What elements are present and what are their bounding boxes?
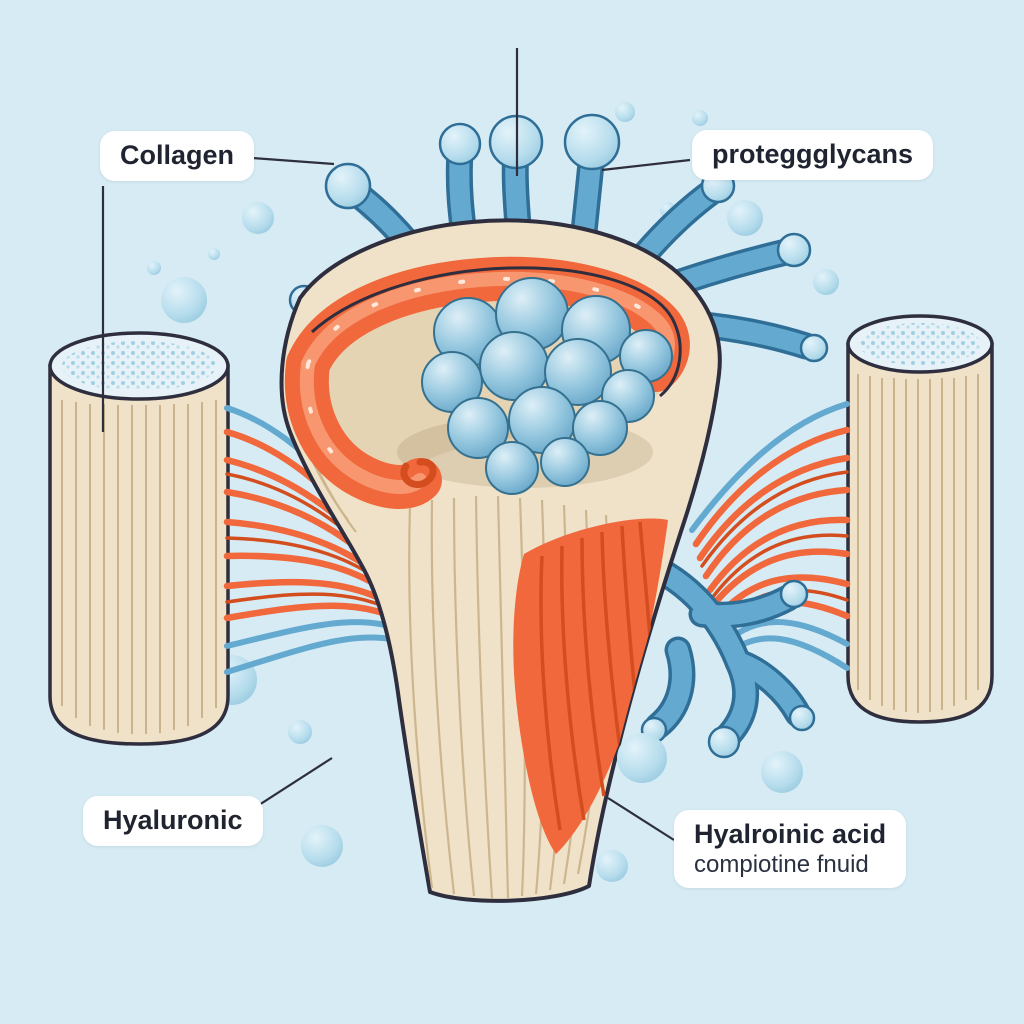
- left-collagen-cylinder: [48, 331, 230, 746]
- foreground-bubbles: [301, 733, 803, 882]
- central-cartilage-structure: [279, 218, 722, 903]
- label-collagen-text: Collagen: [120, 140, 235, 170]
- label-hyaluronic-acid-line2: compiotine fnuid: [694, 850, 869, 878]
- bowl-rim-outline: [310, 266, 674, 334]
- label-hyaluronic-text: Hyaluronic: [103, 805, 243, 835]
- proteoglycan-spheres: [421, 277, 673, 495]
- label-hyaluronic-acid: Hyalroinic acid compiotine fnuid: [674, 810, 907, 889]
- front-orange-fiber-patch: [513, 518, 668, 854]
- label-hyaluronic-acid-line1: Hyalroinic acid: [694, 819, 887, 849]
- label-proteoglycans-text: proteggglycans: [712, 139, 914, 169]
- cylinder-cross-section-dots: [859, 323, 981, 365]
- proteoglycan-branches-lower-right: [628, 548, 816, 759]
- bowl-rim-outline-right: [659, 317, 682, 398]
- leader-lines: [101, 48, 691, 841]
- label-hyaluronic: Hyaluronic: [83, 796, 263, 846]
- label-proteoglycans: proteggglycans: [692, 130, 934, 180]
- label-collagen: Collagen: [100, 131, 255, 181]
- cylinder-cross-section-dots: [62, 341, 216, 391]
- right-collagen-cylinder: [846, 314, 994, 724]
